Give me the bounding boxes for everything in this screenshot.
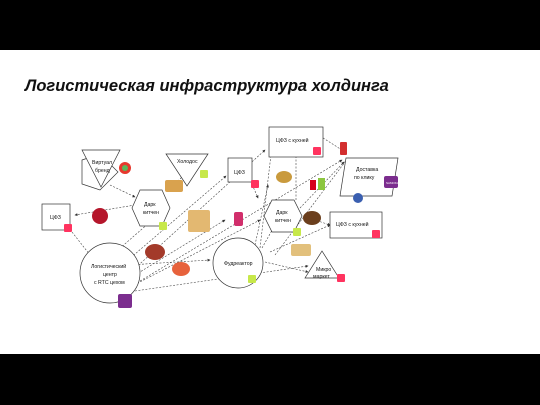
connector (71, 231, 91, 256)
logistics-label-2: центр (103, 272, 117, 278)
connector (133, 219, 261, 286)
brand-badge-icon (384, 176, 398, 188)
micromarket-label-2: маркет (313, 274, 330, 280)
connector (269, 224, 331, 253)
sandwich-icon (291, 244, 311, 256)
connector (124, 159, 343, 291)
slide: Логистическая инфраструктура холдинга (0, 50, 540, 354)
brand-badge-icon (118, 294, 132, 308)
tsfz-kitchen-top-label: ЦФЗ с кухней (276, 137, 309, 144)
chips-icon (353, 193, 363, 203)
connector (127, 258, 211, 266)
accent-badge-icon (251, 180, 259, 188)
foodreactor-label: Фудреактор (224, 261, 253, 267)
logistics-label-1: Логистический (91, 263, 126, 270)
slide-title: Логистическая инфраструктура холдинга (25, 77, 389, 95)
dark-kitchen-right-node: Дарк китчен (263, 199, 303, 236)
lime-badge-icon (200, 170, 208, 178)
meat-plate-icon (145, 244, 165, 260)
food-tray-icon (165, 180, 183, 192)
tsfz-top-label: ЦФЗ (234, 170, 245, 176)
can-icon (310, 180, 316, 190)
connector (117, 221, 151, 251)
dark-kitchen-right-label-1: Дарк (276, 210, 288, 216)
tsfz-kitchen-right-label: ЦФЗ с кухней (336, 221, 369, 228)
accent-badge-icon (372, 230, 380, 238)
cola-bottle-icon (340, 142, 347, 155)
micromarket-label-1: Микро (316, 267, 331, 273)
logistics-center-node: Логистический центр с RTC цехом (79, 242, 141, 308)
tsfz-left-node: ЦФЗ (41, 203, 72, 232)
connector (127, 175, 227, 261)
connector (264, 261, 309, 273)
snack-icon (276, 171, 292, 183)
delivery-label-1: Доставка (356, 167, 378, 173)
virtual-brand-label-1: Виртуал (92, 160, 112, 166)
dark-kitchen-left-label-1: Дарк (144, 202, 156, 208)
logistics-label-3: с RTC цехом (94, 280, 125, 286)
accent-badge-icon (313, 147, 321, 155)
food-box-icon (188, 210, 210, 232)
can-icon (318, 178, 325, 190)
connector (109, 184, 136, 198)
drink-icon (234, 212, 243, 226)
accent-badge-icon (64, 224, 72, 232)
tsfz-left-label: ЦФЗ (50, 215, 61, 221)
dark-kitchen-left-label-2: китчен (143, 210, 159, 216)
connector (74, 204, 136, 217)
virtual-brand-node: Виртуал бренд (81, 149, 131, 191)
connector (274, 157, 349, 256)
delivery-label-2: по клику (354, 175, 375, 181)
kholodos-label: Холодос (177, 159, 198, 165)
lime-badge-icon (248, 275, 256, 283)
micromarket-node: Микро маркет (304, 250, 345, 282)
connector (127, 264, 309, 293)
virtual-brand-label-2: бренд (95, 168, 110, 174)
burger-icon (303, 211, 321, 225)
delivery-node: Доставка по клику SAMOKAT (339, 157, 401, 197)
logistics-diagram: Виртуал бренд Холодос ЦФЗ ЦФЗ с кухней Д… (41, 126, 401, 308)
accent-badge-icon (337, 274, 345, 282)
lime-badge-icon (159, 222, 167, 230)
dark-kitchen-left-node: Дарк китчен (131, 189, 171, 230)
tsfz-kitchen-top-node: ЦФЗ с кухней (268, 126, 324, 158)
product-images (92, 142, 363, 276)
foodreactor-node: Фудреактор (212, 237, 264, 289)
tsfz-top-node: ЦФЗ (227, 157, 259, 188)
brand-badge-text: SAMOKAT (386, 181, 401, 185)
connector (259, 145, 274, 249)
dark-kitchen-right-label-2: китчен (275, 218, 291, 224)
salmon-icon (172, 262, 190, 276)
tsfz-kitchen-right-node: ЦФЗ с кухней (329, 211, 383, 239)
soup-bowl-icon (92, 208, 108, 224)
lime-badge-icon (293, 228, 301, 236)
kholodos-node: Холодос (165, 153, 209, 187)
